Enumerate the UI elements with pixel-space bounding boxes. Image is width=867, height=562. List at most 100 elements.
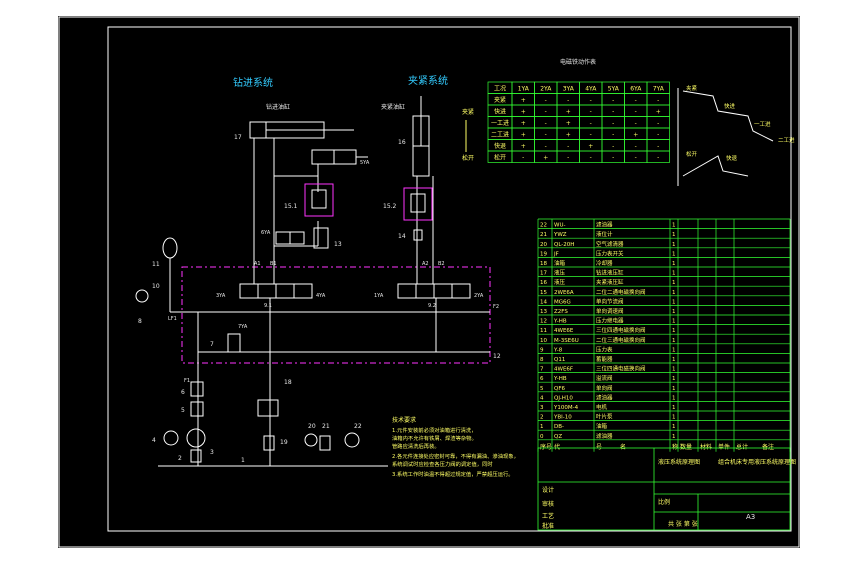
parts-cell: Y-HB [553, 376, 567, 382]
label-2ya: 2YA [474, 293, 484, 299]
seq-value: - [545, 132, 547, 139]
seq-value: - [635, 120, 637, 127]
parts-cell: 单向调速阀 [596, 307, 624, 315]
label-b2: B2 [438, 261, 445, 267]
parts-cell: 2WE6A [554, 290, 574, 296]
seq-value: - [590, 120, 592, 127]
seq-value: - [657, 155, 659, 162]
parts-cell: 1 [672, 434, 676, 440]
parts-cell: 1 [672, 357, 676, 363]
parts-cell: 电机 [596, 403, 608, 411]
seq-value: - [545, 109, 547, 116]
sheet-count: 共 张 第 张 [668, 520, 698, 528]
seq-value: + [588, 143, 593, 150]
parts-cell: 1 [672, 251, 676, 257]
label-3: 3 [210, 449, 214, 456]
design-label: 设计 [542, 486, 554, 494]
seq-header: 4YA [585, 86, 597, 93]
parts-cell: 压力表开关 [596, 249, 624, 257]
parts-cell: 溢流阀 [596, 374, 613, 382]
seq-value: + [566, 109, 571, 116]
cycle-fast-in: 快进 [724, 102, 736, 110]
parts-cell: 液位计 [596, 230, 613, 238]
parts-cell: 单向阀 [596, 384, 613, 392]
parts-cell: 1 [672, 242, 676, 248]
label-18: 18 [284, 379, 292, 386]
label-21: 21 [322, 423, 330, 430]
parts-cell: 1 [672, 271, 676, 277]
label-2: 2 [178, 455, 182, 462]
seq-value: + [521, 109, 526, 116]
cycle-work-2: 二工进 [778, 136, 795, 144]
parts-cell: QF6 [554, 386, 565, 392]
parts-cell: 5 [540, 386, 544, 392]
seq-value: + [633, 132, 638, 139]
seq-value: - [590, 97, 592, 104]
parts-cell: 1 [672, 299, 676, 305]
parts-cell: 三位四通电磁换向阀 [596, 365, 646, 373]
seq-value: 松开 [494, 154, 506, 162]
seq-value: 一工进 [491, 119, 509, 127]
parts-cell: 1 [672, 347, 676, 353]
parts-cell: 17 [540, 271, 547, 277]
parts-cell: 1 [672, 261, 676, 267]
notes-heading: 技术要求 [392, 416, 416, 424]
seq-value: - [635, 97, 637, 104]
seq-value: - [545, 97, 547, 104]
parts-cell: 1 [672, 328, 676, 334]
label-f1: F1 [184, 378, 190, 384]
parts-cell: 13 [540, 309, 547, 315]
technical-notes: 技术要求 1.元件安装前必须对油箱进行清洗， 油箱内不允许有铁屑、焊渣等杂物。 … [392, 416, 519, 478]
parts-cell: 4WE6F [554, 367, 573, 373]
parts-cell: 9 [540, 347, 544, 353]
scale-label: 比例 [658, 498, 670, 506]
parts-cell: 1 [672, 280, 676, 286]
parts-cell: 液压 [554, 278, 566, 286]
seq-value: + [566, 120, 571, 127]
seq-value: + [566, 132, 571, 139]
parts-header: 序号 [540, 443, 552, 451]
label-f2: F2 [493, 304, 499, 310]
parts-cell: 滤油器 [596, 221, 613, 229]
seq-value: - [612, 109, 614, 116]
parts-cell: QZ [554, 434, 562, 440]
parts-cell: 油箱 [596, 422, 608, 430]
label-22: 22 [354, 423, 362, 430]
seq-value: - [590, 132, 592, 139]
outer-frame [58, 16, 800, 548]
parts-cell: 滤油器 [596, 393, 613, 401]
check-label: 审核 [542, 500, 554, 508]
label-17: 17 [234, 134, 242, 141]
label-9-1: 9.1 [264, 303, 272, 309]
cycle-diagram [677, 88, 774, 186]
parts-cell: 20 [540, 242, 547, 248]
seq-value: + [543, 155, 548, 162]
parts-cell: Y100M-4 [553, 405, 579, 411]
parts-cell: QL-20H [554, 242, 574, 248]
label-lf1: LF1 [168, 316, 177, 322]
parts-header: 号 [596, 444, 602, 451]
label-9-2: 9.2 [428, 303, 436, 309]
parts-cell: 1 [672, 424, 676, 430]
parts-cell: 蓄能器 [596, 355, 613, 363]
seq-value: - [612, 155, 614, 162]
manifold-piping [197, 261, 490, 466]
label-4: 4 [152, 437, 156, 444]
seq-value: - [635, 109, 637, 116]
manifold-block [181, 266, 491, 364]
parts-cell: M-3SE6U [554, 338, 579, 344]
seq-header: 3YA [563, 86, 575, 93]
label-1ya: 1YA [374, 293, 384, 299]
parts-cell: 夹紧液压缸 [596, 278, 624, 286]
parts-cell: 14 [540, 299, 547, 305]
cycle-fast-back: 快退 [726, 154, 738, 162]
cycle-clamp: 夹紧 [686, 84, 698, 92]
parts-cell: Z2FS [554, 309, 568, 315]
label-14: 14 [398, 233, 406, 240]
label-b1: B1 [270, 261, 277, 267]
parts-cell: 1 [672, 338, 676, 344]
parts-cell: 1 [672, 367, 676, 373]
label-12: 12 [493, 353, 501, 360]
seq-value: - [567, 97, 569, 104]
drawing-name: 液压系统原理图 [658, 458, 700, 466]
